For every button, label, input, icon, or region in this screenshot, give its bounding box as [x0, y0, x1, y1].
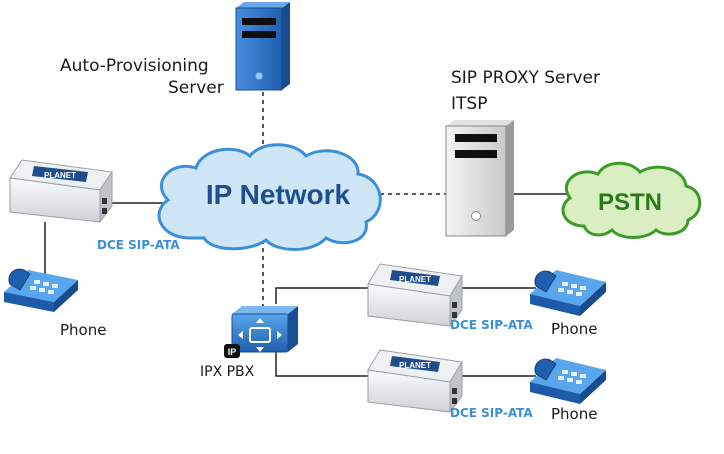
link-pbx-to-bottomata	[275, 348, 370, 377]
auto-provisioning-label-line2: Server	[168, 78, 224, 98]
link-pbx-to-midata	[275, 287, 370, 304]
mid-sip-ata-device-icon: PLANET	[367, 263, 463, 328]
mid-phone-label: Phone	[551, 320, 598, 338]
mid-dce-label: DCE SIP-ATA	[450, 318, 533, 332]
sip-proxy-server-icon	[445, 120, 514, 237]
ipx-pbx-label: IPX PBX	[200, 364, 255, 380]
auto-provisioning-server-icon	[235, 2, 290, 91]
bottom-sip-ata-device-icon: PLANET	[367, 349, 463, 414]
ip-badge-icon: IP	[224, 344, 240, 358]
left-sip-ata-device-icon: PLANET	[9, 159, 113, 224]
mid-ata-brand-label: PLANET	[399, 275, 431, 284]
auto-provisioning-label-line1: Auto-Provisioning	[60, 56, 209, 76]
bottom-phone-label: Phone	[551, 405, 598, 423]
pstn-cloud: PSTN	[561, 161, 702, 239]
left-ata-brand-label: PLANET	[44, 171, 76, 180]
sip-proxy-label-line1: SIP PROXY Server	[451, 68, 600, 88]
bottom-dce-label: DCE SIP-ATA	[450, 406, 533, 420]
left-dce-label: DCE SIP-ATA	[97, 238, 180, 252]
connections	[44, 92, 568, 377]
sip-proxy-label-line2: ITSP	[451, 94, 488, 114]
mid-phone-icon	[530, 270, 606, 316]
left-phone-icon	[4, 268, 78, 312]
left-phone-label: Phone	[60, 321, 107, 339]
bottom-phone-icon	[530, 358, 606, 404]
bottom-ata-brand-label: PLANET	[399, 361, 431, 370]
ip-badge-label: IP	[228, 347, 237, 357]
ip-network-cloud: IP Network	[157, 143, 382, 251]
ip-network-label: IP Network	[206, 179, 351, 210]
ipx-pbx-device-icon	[231, 306, 298, 353]
pstn-label: PSTN	[598, 189, 662, 216]
